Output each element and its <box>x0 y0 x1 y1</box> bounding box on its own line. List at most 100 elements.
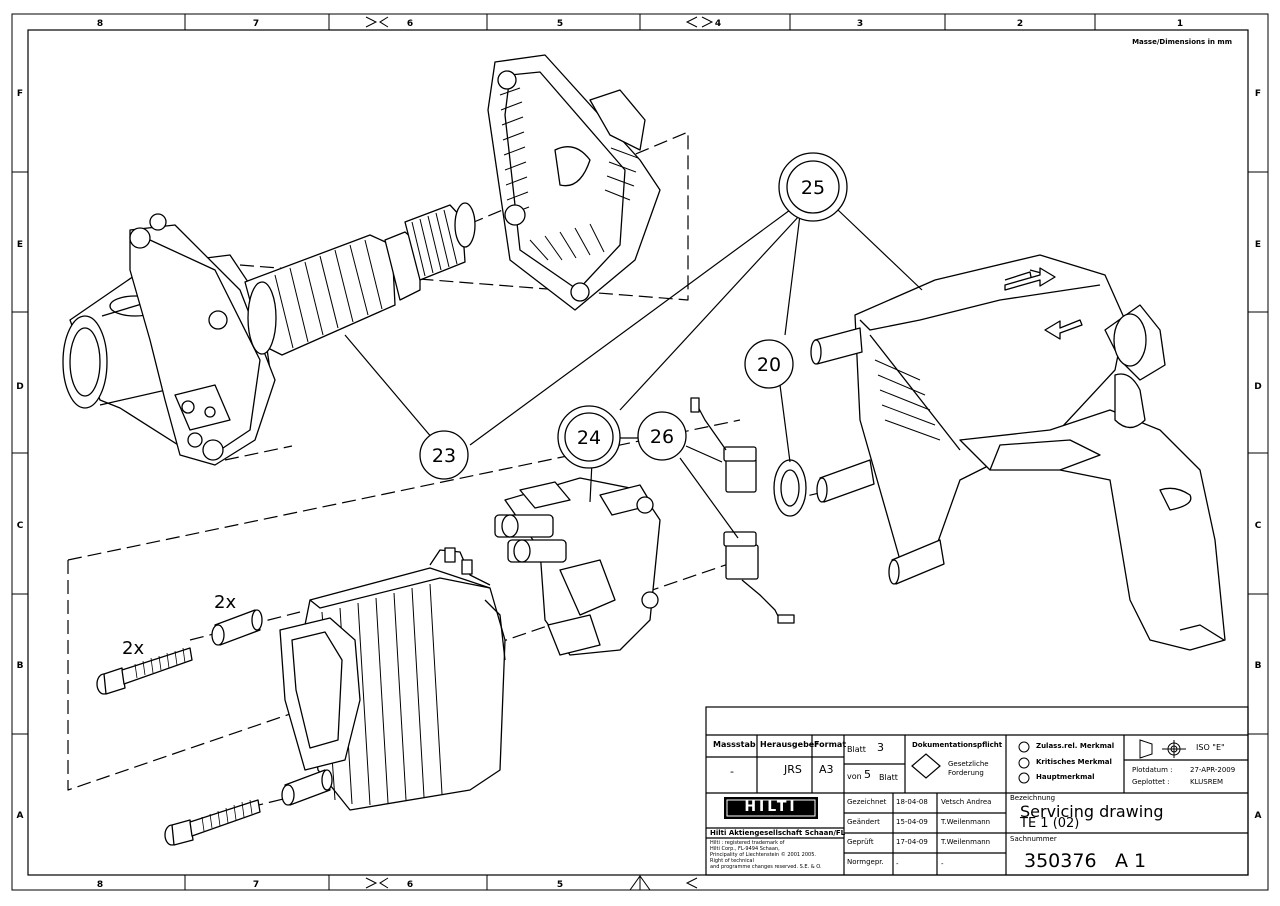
washer <box>773 459 807 517</box>
side-zone-dividers <box>12 171 1268 735</box>
zone-col-7-bottom: 7 <box>253 880 259 890</box>
carbon-brush-bottom <box>723 531 795 624</box>
callout-20-label: 20 <box>757 354 781 376</box>
zone-row-a-right: A <box>1255 811 1262 821</box>
geplottet-value: KLUSREM <box>1190 778 1224 786</box>
zone-row-b-left: B <box>17 661 24 671</box>
zone-row-f-right: F <box>1255 89 1261 99</box>
callout-26 <box>637 411 687 461</box>
drawing-title-line-1: Servicing drawing <box>1020 802 1164 821</box>
quantity-spacer: 2x <box>214 592 236 613</box>
von-value: 5 <box>864 768 871 781</box>
zone-col-6-bottom: 6 <box>407 880 413 890</box>
plotdatum-label: Plotdatum : <box>1132 766 1173 774</box>
von-label: von <box>847 772 862 781</box>
massstab-value: - <box>730 765 734 778</box>
quantity-screw: 2x <box>122 638 144 659</box>
spacer-sleeve-bottom <box>281 769 333 806</box>
zone-col-1-top: 1 <box>1177 19 1183 29</box>
iso-label: ISO "E" <box>1196 743 1225 752</box>
zone-col-5-bottom: 5 <box>557 880 563 890</box>
zone-row-e-left: E <box>17 240 23 250</box>
legal-line-4: Right of technical <box>710 858 754 864</box>
legal-line-3: Principality of Liechtenstein © 2001 200… <box>710 852 816 858</box>
doku-label: Dokumentationspflicht <box>912 741 1003 749</box>
leader-lines <box>344 209 923 539</box>
top-zone-dividers <box>184 14 1096 30</box>
geaendert-name: T.Weilenmann <box>941 818 991 826</box>
plotdatum-value: 27-APR-2009 <box>1190 766 1236 774</box>
motor-housing <box>810 254 1226 651</box>
legal-line-1: Hilti : registered trademark of <box>710 840 785 846</box>
von-suffix: Blatt <box>879 773 898 782</box>
zone-col-2-top: 2 <box>1017 19 1023 29</box>
gear-housing <box>62 213 276 466</box>
geprueft-name: T.Weilenmann <box>941 838 991 846</box>
gezeichnet-label: Gezeichnet <box>847 798 887 806</box>
normgepr-name: - <box>941 860 944 868</box>
normgepr-label: Normgepr. <box>847 858 884 866</box>
zone-col-8-top: 8 <box>97 19 103 29</box>
legal-line-5: and programme changes reserved. S.E. & O… <box>710 864 822 870</box>
normgepr-date: - <box>896 860 899 868</box>
callout-24 <box>557 405 621 469</box>
blatt-label: Blatt <box>847 745 866 754</box>
company-name: Hilti Aktiengesellschaft Schaan/FL <box>710 829 846 837</box>
callout-23 <box>419 430 469 480</box>
zone-col-4-top: 4 <box>715 19 721 29</box>
callout-25 <box>778 152 848 222</box>
callout-25-label: 25 <box>801 177 825 199</box>
zone-row-a-left: A <box>17 811 24 821</box>
centering-mark-bottom-right <box>685 877 698 889</box>
zone-col-5-top: 5 <box>557 19 563 29</box>
armature-rotor <box>244 202 476 356</box>
geplottet-label: Geplottet : <box>1132 778 1170 786</box>
bezeichnung-label: Bezeichnung <box>1010 794 1056 802</box>
doku-sub2: Forderung <box>948 769 984 777</box>
zone-row-c-right: C <box>1255 521 1262 531</box>
blatt-value: 3 <box>877 741 884 754</box>
callout-23-label: 23 <box>432 445 456 467</box>
drawing-title-line-2: TE 1 (02) <box>1020 816 1080 831</box>
geaendert-date: 15-04-09 <box>896 818 928 826</box>
centering-mark-bottom-left <box>365 877 389 889</box>
herausgeber-value: JRS <box>784 763 802 776</box>
spacer-sleeve-top <box>211 609 263 646</box>
sachnummer-value: 350376 <box>1024 850 1097 872</box>
long-screw-top <box>96 647 193 695</box>
fan-baffle <box>487 54 661 311</box>
zone-col-3-top: 3 <box>857 19 863 29</box>
brush-holder <box>494 477 661 656</box>
hilti-logo-text: HILTI <box>744 799 798 815</box>
merkmal-haupt: Hauptmerkmal <box>1036 773 1095 781</box>
zone-row-d-left: D <box>16 382 23 392</box>
zone-row-f-left: F <box>17 89 23 99</box>
zone-row-b-right: B <box>1255 661 1262 671</box>
stator-field <box>279 547 506 811</box>
long-screw-bottom <box>164 799 261 846</box>
zone-col-8-bottom: 8 <box>97 880 103 890</box>
centering-mark-top-right <box>685 16 714 28</box>
legal-line-2: Hilti Corp., FL-9494 Schaan, <box>710 846 780 852</box>
hilti-logo <box>724 797 818 819</box>
herausgeber-label: Herausgeber <box>760 740 819 749</box>
units-note: Masse/Dimensions in mm <box>1132 38 1232 46</box>
zone-row-e-right: E <box>1255 240 1261 250</box>
geprueft-label: Geprüft <box>847 838 874 846</box>
carbon-brush-top <box>690 397 757 493</box>
merkmal-zulass: Zulass.rel. Merkmal <box>1036 742 1115 750</box>
doku-sub1: Gesetzliche <box>948 760 989 768</box>
revision-value: A 1 <box>1115 850 1147 872</box>
sachnummer-label: Sachnummer <box>1010 835 1057 843</box>
geprueft-date: 17-04-09 <box>896 838 928 846</box>
massstab-label: Massstab <box>713 740 756 749</box>
centering-mark-top-left <box>365 16 389 28</box>
merkmal-kritisch: Kritisches Merkmal <box>1036 758 1112 766</box>
format-label: Format <box>814 740 847 749</box>
title-block-frame <box>705 706 1249 876</box>
zone-row-d-right: D <box>1254 382 1261 392</box>
gezeichnet-date: 18-04-08 <box>896 798 928 806</box>
centering-mark-bottom <box>629 875 651 891</box>
callout-24-label: 24 <box>577 427 601 449</box>
